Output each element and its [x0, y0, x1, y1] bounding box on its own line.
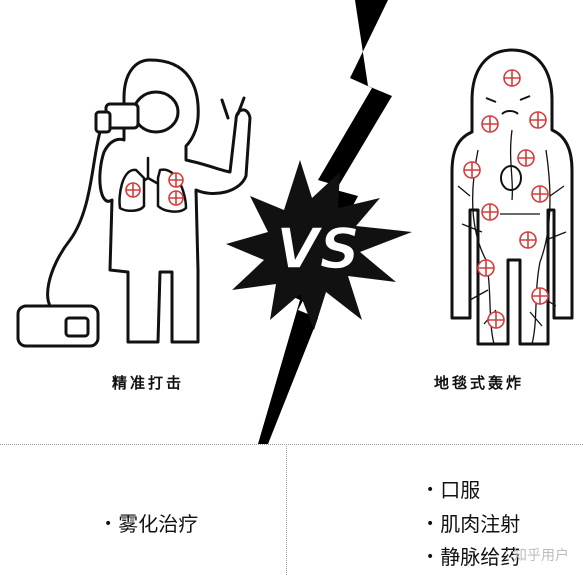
bullet-text: 静脉给药 [440, 545, 521, 569]
bullet-dot-icon: • [426, 549, 435, 565]
right-caption: 地毯式轰炸 [434, 374, 525, 392]
bullet-dot-icon: • [426, 482, 435, 498]
bullet-dot-icon: • [104, 516, 113, 532]
bullet-dot-icon: • [426, 516, 435, 532]
illustration: VS [16, 0, 574, 444]
horizontal-divider [0, 444, 583, 445]
right-bullet-item: • 静脉给药 [426, 541, 520, 570]
right-bullet-item: • 肌肉注射 [426, 508, 520, 537]
watermark: 知乎用户 [513, 548, 569, 564]
bullet-text: 雾化治疗 [118, 512, 199, 536]
left-caption: 精准打击 [112, 374, 185, 392]
left-figure [16, 58, 252, 348]
vs-starburst [226, 160, 412, 330]
bullet-text: 肌肉注射 [440, 512, 521, 536]
vertical-divider [286, 444, 287, 575]
right-bullet-item: • 口服 [426, 474, 480, 503]
left-bullet-item: • 雾化治疗 [104, 508, 198, 537]
right-medicine-marks [463, 69, 549, 329]
bullet-text: 口服 [440, 478, 481, 502]
vs-label: VS [276, 217, 360, 282]
left-medicine-marks [125, 172, 184, 206]
